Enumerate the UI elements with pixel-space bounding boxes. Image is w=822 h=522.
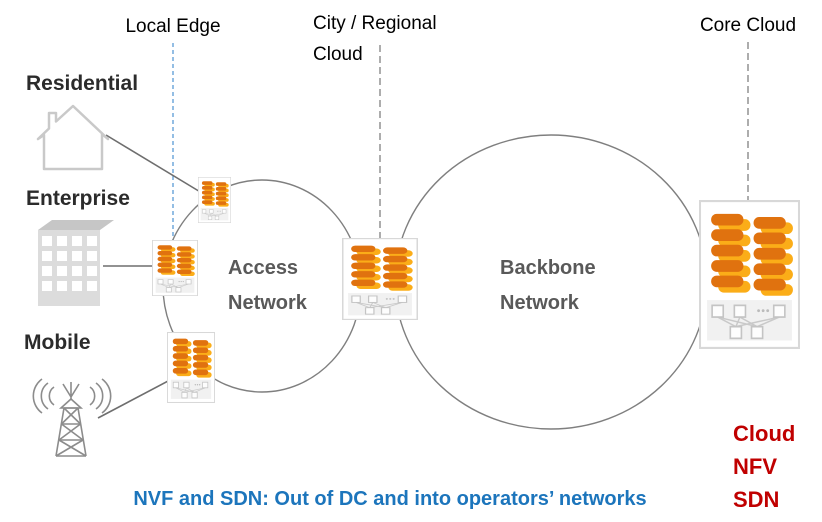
- label-access-network: Access Network: [228, 251, 307, 321]
- server-rack-icon-mobile-edge: [167, 332, 215, 403]
- server-rack-icon-city-regional: [342, 238, 418, 320]
- cell-tower-icon: [32, 378, 112, 457]
- tech-terms-list: Cloud NFV SDN: [733, 417, 795, 516]
- label-backbone-line1: Backbone: [500, 257, 596, 279]
- label-local-edge: Local Edge: [125, 16, 221, 37]
- label-access-line1: Access: [228, 257, 299, 279]
- label-backbone-network: Backbone Network: [500, 251, 596, 321]
- label-core-cloud: Core Cloud: [699, 15, 797, 36]
- house-icon: [36, 104, 110, 171]
- server-rack-icon-enterprise-edge: [152, 240, 198, 296]
- label-city-regional-cloud: City / Regional Cloud: [313, 8, 437, 70]
- server-rack-icon-residential-edge: [198, 177, 231, 223]
- tech-term-cloud: Cloud: [733, 421, 796, 446]
- label-residential: Residential: [26, 72, 139, 95]
- label-city-regional-line2: Cloud: [313, 44, 363, 65]
- label-enterprise: Enterprise: [26, 187, 130, 210]
- label-backbone-line2: Network: [500, 292, 579, 314]
- label-mobile: Mobile: [24, 331, 91, 354]
- mobile-link-line: [97, 379, 171, 419]
- label-access-line2: Network: [228, 292, 307, 314]
- office-building-icon: [38, 220, 114, 306]
- tech-term-nfv: NFV: [733, 454, 777, 479]
- diagram-caption: NVF and SDN: Out of DC and into operator…: [133, 488, 647, 510]
- tech-term-sdn: SDN: [733, 487, 780, 512]
- residential-link-line: [105, 134, 203, 194]
- label-city-regional-line1: City / Regional: [313, 13, 437, 34]
- server-rack-icon-core-cloud: [699, 200, 800, 349]
